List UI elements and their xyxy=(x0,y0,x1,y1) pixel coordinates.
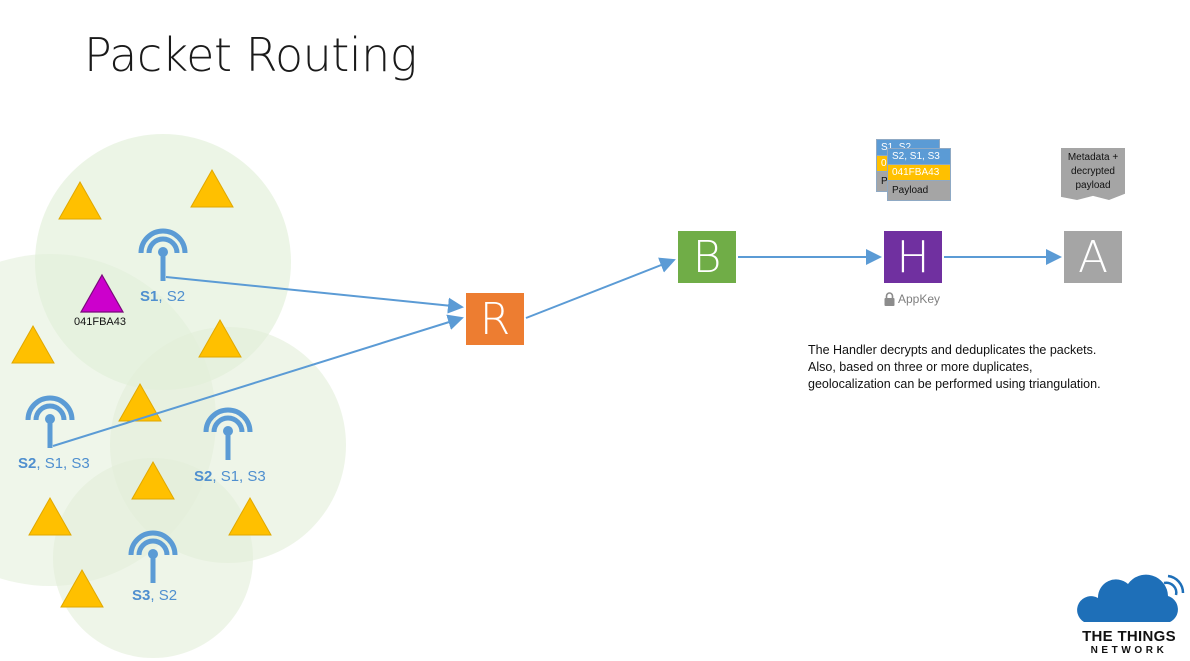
gateway-label-rest: , S2 xyxy=(158,288,186,305)
gateway-label-s2-left: S2, S1, S3 xyxy=(18,455,90,472)
device-id-label: 041FBA43 xyxy=(74,316,126,328)
handler-note: The Handler decrypts and deduplicates th… xyxy=(808,342,1101,393)
arrow-s2-to-router xyxy=(52,314,464,447)
application-node: A xyxy=(1064,231,1122,283)
page-title: Packet Routing xyxy=(84,28,417,82)
arrow-s1-to-router xyxy=(165,276,464,314)
brand-name-line1: THE THINGS xyxy=(1082,628,1176,645)
gateway-label-rest: , S2 xyxy=(150,587,178,604)
appkey-text: AppKey xyxy=(898,292,941,306)
gateway-label-rest: , S1, S3 xyxy=(36,455,90,472)
gateway-label-primary: S1 xyxy=(140,288,159,305)
packet-front: S2, S1, S3 041FBA43 Payload xyxy=(887,148,951,201)
note-line: geolocalization can be performed using t… xyxy=(808,377,1101,391)
arrow-router-to-broker xyxy=(525,257,676,319)
device-triangle xyxy=(79,273,125,313)
brand-logo: THE THINGS NETWORK xyxy=(1074,574,1184,656)
handler-node: H xyxy=(884,231,942,283)
gateway-label-rest: , S1, S3 xyxy=(212,468,266,485)
gateway-label-primary: S2 xyxy=(18,455,37,472)
broker-node: B xyxy=(678,231,736,283)
gateway-label-primary: S2 xyxy=(194,468,213,485)
brand-logo-spacer xyxy=(1074,574,1184,626)
gateway-label-s2-right: S2, S1, S3 xyxy=(194,468,266,485)
packet-devaddr-row: 041FBA43 xyxy=(887,164,951,180)
brand-name-line2: NETWORK xyxy=(1090,645,1168,656)
metadata-document: Metadata + decrypted payload xyxy=(1061,148,1125,200)
appkey-label: AppKey xyxy=(884,292,940,306)
gateway-label-s1: S1, S2 xyxy=(140,288,185,305)
packet-payload-row: Payload xyxy=(887,180,951,201)
cloud-logo-icon xyxy=(1077,574,1185,622)
gateway-label-s3: S3, S2 xyxy=(132,587,177,604)
metadata-line: payload xyxy=(1075,180,1111,191)
note-line: The Handler decrypts and deduplicates th… xyxy=(808,343,1097,357)
lock-icon xyxy=(884,292,895,306)
metadata-line: Metadata + xyxy=(1067,152,1119,163)
router-node: R xyxy=(466,293,524,345)
metadata-line: decrypted xyxy=(1071,166,1115,177)
packet-gateways-row: S2, S1, S3 xyxy=(887,148,951,164)
gateway-label-primary: S3 xyxy=(132,587,151,604)
note-line: Also, based on three or more duplicates, xyxy=(808,360,1033,374)
